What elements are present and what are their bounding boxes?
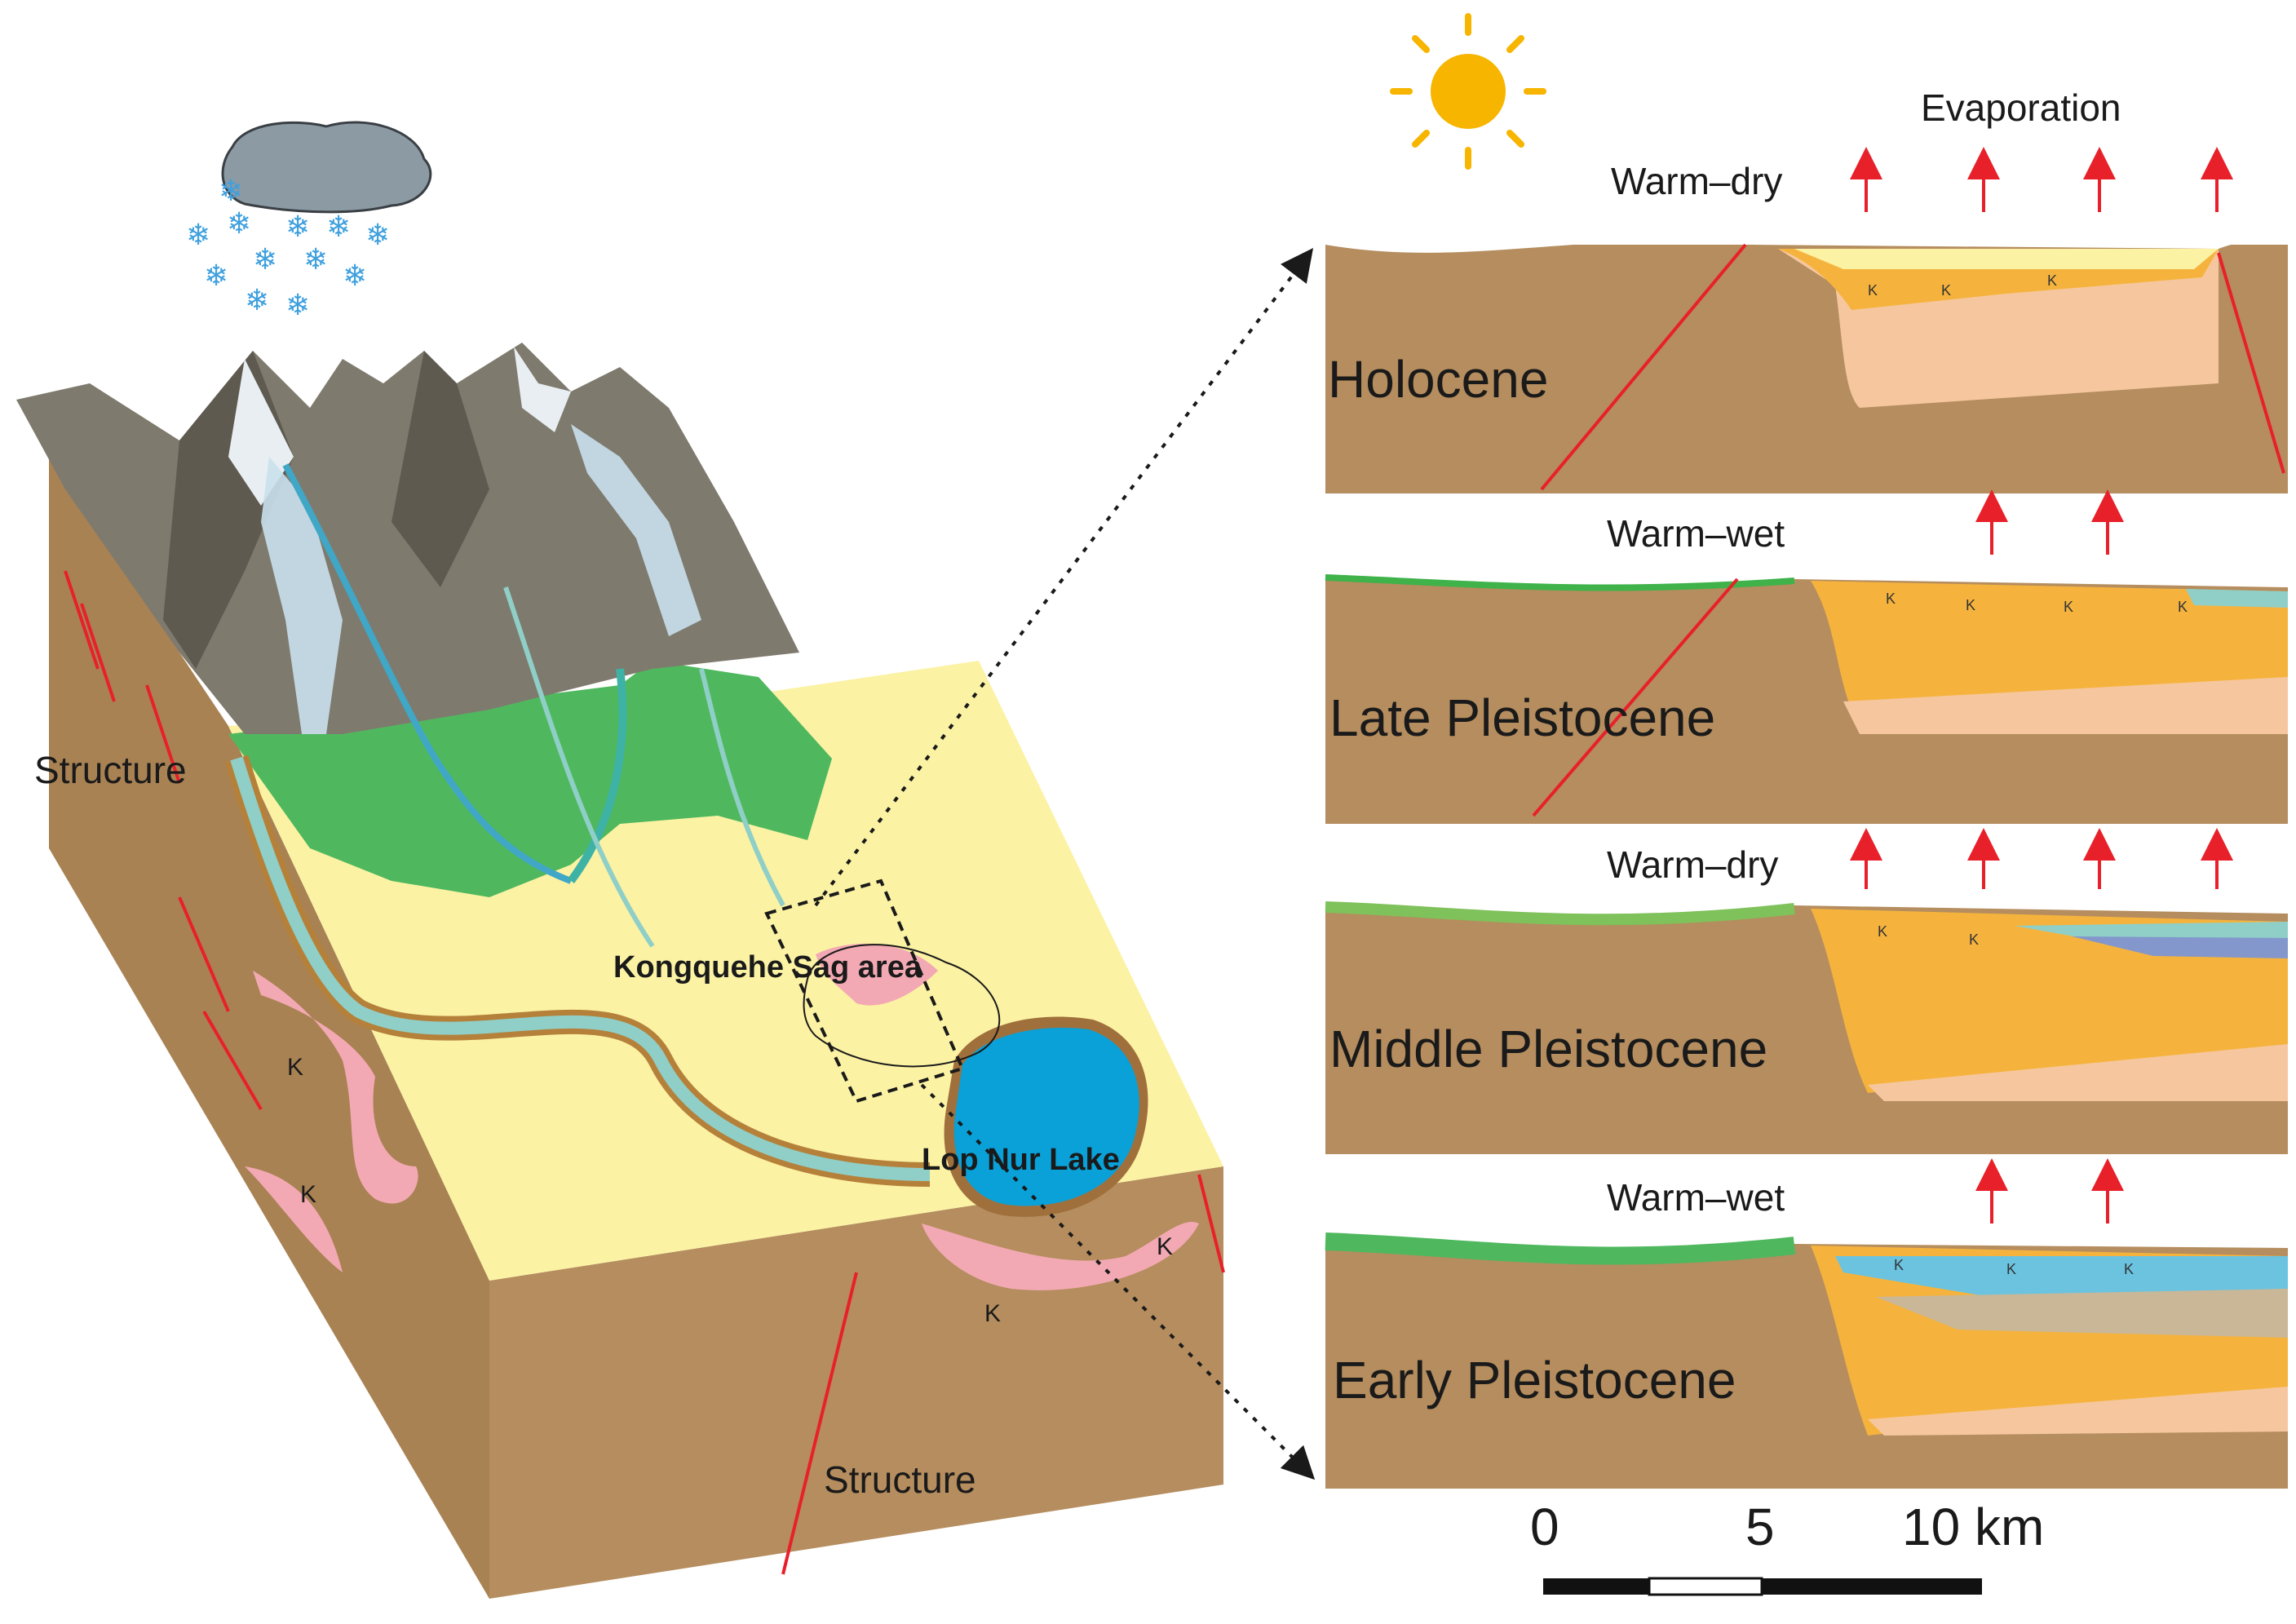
era-label: Holocene [1328, 350, 1548, 409]
block-diagram [16, 343, 1225, 1599]
k-label: K [2047, 272, 2057, 289]
era-label: Late Pleistocene [1329, 688, 1715, 747]
k-label: K [300, 1181, 316, 1208]
fault-line [781, 1272, 858, 1575]
k-label: K [1969, 931, 1979, 948]
basin-fill [1868, 1387, 2288, 1436]
mountain-snow-2 [514, 347, 571, 432]
lake-label: Lop Nur Lake [922, 1143, 1120, 1177]
climate-label: Warm–wet [1607, 512, 1785, 555]
panel-holocene: Warm–dry K K K Holocene [1325, 160, 2288, 493]
evaporation-label: Evaporation [1921, 86, 2121, 129]
glacier [261, 457, 343, 734]
fault-line [145, 684, 181, 784]
river-tributary-4 [503, 586, 655, 948]
fault-line [2217, 252, 2285, 474]
k-label: K [984, 1300, 1001, 1327]
structure-label-top: Structure [34, 749, 187, 791]
panel-middle-pleistocene: Warm–dry K K Middle Pleistocene [1325, 843, 2288, 1154]
scale-label-0: 0 [1530, 1498, 1559, 1556]
k-label: K [2006, 1261, 2016, 1277]
fault-line [1540, 243, 1747, 491]
fault-line [1532, 577, 1739, 817]
basin-fill [1868, 1044, 2288, 1101]
sun-icon [1390, 13, 1546, 170]
river-main-water [230, 756, 931, 1181]
panel-early-pleistocene: Warm–wet K K K Early Pleistocene [1325, 1176, 2288, 1489]
svg-text:❄: ❄ [219, 174, 243, 207]
scale-label-10: 10 km [1902, 1498, 2044, 1556]
svg-text:❄: ❄ [285, 288, 310, 321]
sand-layer [1811, 581, 2288, 710]
k-label: K [1966, 597, 1975, 613]
k-label: K [1886, 591, 1896, 607]
salt-deposit-left-2 [245, 1166, 343, 1272]
k-label: K [1878, 923, 1887, 940]
scale-label-5: 5 [1745, 1498, 1775, 1556]
block-left-face [49, 457, 489, 1599]
svg-text:❄: ❄ [365, 218, 390, 251]
fault-line [202, 1010, 263, 1111]
svg-text:❄: ❄ [186, 218, 210, 251]
cloud-icon [221, 121, 432, 214]
basin-fill [1843, 677, 2288, 734]
sag-outline [803, 944, 1001, 1068]
era-label: Early Pleistocene [1333, 1351, 1736, 1409]
panel-late-pleistocene: Warm–wet K K K K Late Pleistocene [1325, 512, 2288, 824]
river-tributary-3 [699, 668, 785, 907]
k-label: K [1157, 1233, 1173, 1260]
fault-line [1197, 1174, 1225, 1273]
snowflake-icons: ❄ ❄ ❄ ❄ ❄ ❄ ❄ ❄ ❄ ❄ ❄ ❄ [186, 174, 390, 321]
k-label: K [2124, 1261, 2134, 1277]
salt-deposit-sag [816, 943, 938, 1006]
svg-text:❄: ❄ [204, 259, 228, 292]
climate-label: Warm–wet [1607, 1176, 1785, 1219]
lop-nur-lake [953, 1027, 1139, 1206]
fault-line [178, 896, 230, 1012]
river-tributary-2 [567, 668, 627, 883]
k-label: K [287, 1054, 303, 1081]
evaporation-arrows [1850, 147, 2233, 1224]
svg-text:❄: ❄ [227, 206, 251, 240]
k-label: K [1868, 282, 1878, 299]
svg-text:❄: ❄ [245, 283, 269, 316]
era-label: Middle Pleistocene [1329, 1020, 1767, 1078]
svg-text:❄: ❄ [285, 210, 310, 243]
scale-bar: 0 5 10 km [1530, 1498, 2044, 1596]
salt-deposit-front [922, 1222, 1199, 1290]
salt-crust [1794, 249, 2219, 269]
fault-line [64, 570, 100, 670]
svg-text:❄: ❄ [343, 259, 367, 292]
k-label: K [1894, 1257, 1904, 1273]
structure-label-bottom: Structure [824, 1458, 976, 1501]
fault-line [80, 603, 116, 702]
climate-label: Warm–dry [1611, 160, 1782, 202]
mountain-shadow-2 [392, 351, 489, 587]
salt-deposit-left [253, 971, 418, 1204]
glacier-2 [571, 424, 701, 636]
pointer-line-top [814, 248, 1314, 907]
svg-text:❄: ❄ [303, 242, 328, 276]
svg-text:❄: ❄ [326, 210, 351, 243]
k-label: K [2178, 599, 2188, 615]
climate-label: Warm–dry [1607, 843, 1778, 886]
k-label: K [2064, 599, 2073, 615]
river-tributary [282, 463, 573, 884]
svg-text:❄: ❄ [253, 242, 277, 276]
sag-area-label: Kongquehe Sag area [613, 950, 922, 985]
k-label: K [1941, 282, 1951, 299]
